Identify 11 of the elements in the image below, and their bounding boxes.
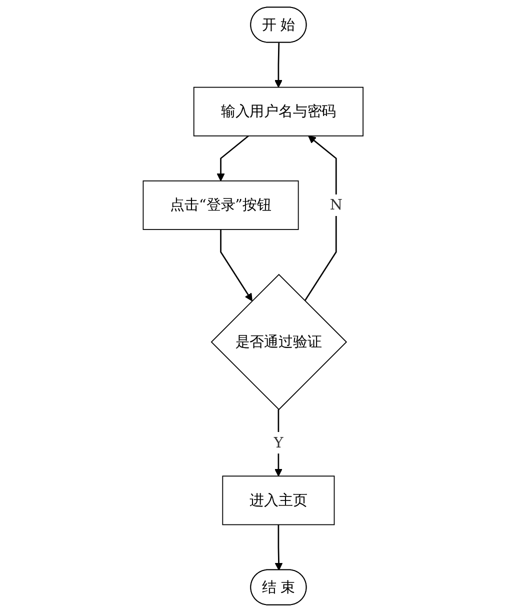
arrow xyxy=(220,230,253,302)
node-box: 点击“登录”按钮 xyxy=(143,180,300,230)
node-box: 进入主页 xyxy=(222,476,336,526)
node-box: 输入用户名与密码 xyxy=(194,86,364,136)
node-diamond: 是否通过验证 xyxy=(211,274,348,410)
arrow xyxy=(217,135,250,182)
edge-label: N xyxy=(330,196,343,214)
arrow xyxy=(275,524,284,570)
arrow xyxy=(274,42,283,88)
arrow xyxy=(304,136,338,302)
edge-label: Y xyxy=(274,434,284,451)
